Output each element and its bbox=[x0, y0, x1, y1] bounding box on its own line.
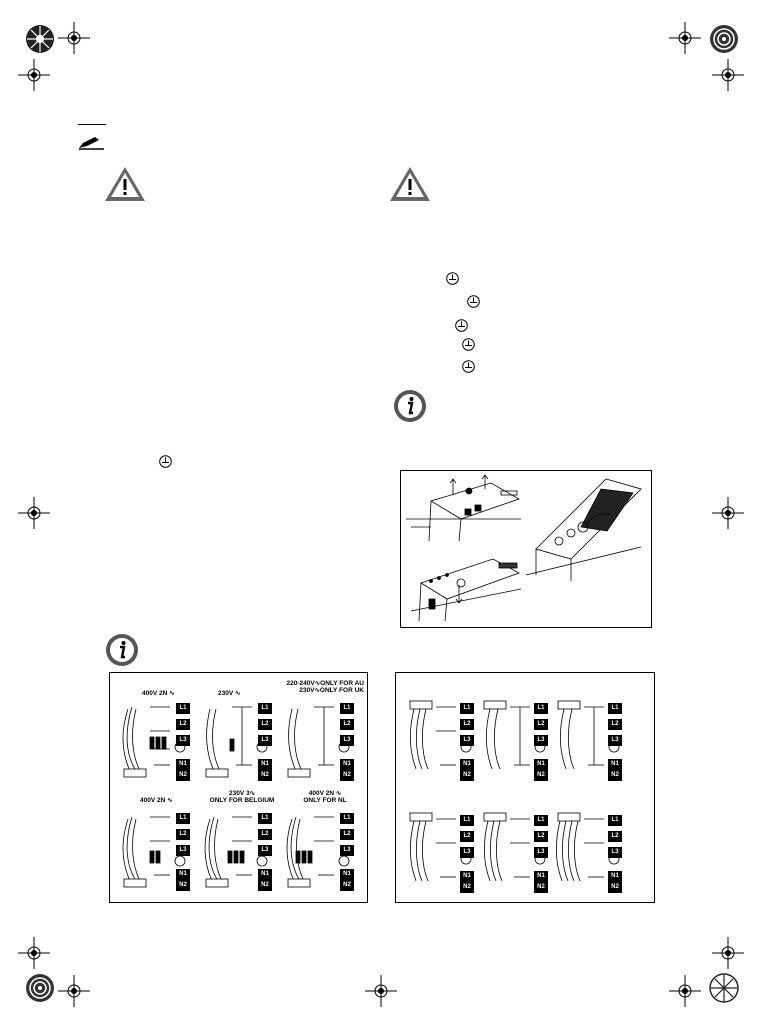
wiring-schematics bbox=[122, 706, 350, 888]
crosshair-icon bbox=[365, 975, 397, 1007]
pencil-icon bbox=[77, 136, 105, 150]
terminal-L2: L2 bbox=[340, 829, 354, 840]
earth-symbol-icon bbox=[159, 455, 172, 468]
crosshair-icon bbox=[18, 59, 50, 91]
terminal-L3: L3 bbox=[258, 735, 272, 746]
diagram-heading: 400V 2N ∿ bbox=[140, 797, 173, 804]
terminal-L1: L1 bbox=[608, 815, 622, 826]
terminal-L1: L1 bbox=[258, 703, 272, 714]
terminal-N1: N1 bbox=[608, 871, 622, 882]
terminal-L2: L2 bbox=[460, 719, 474, 730]
terminal-L2: L2 bbox=[176, 719, 190, 730]
earth-symbol-icon bbox=[467, 295, 480, 308]
terminal-L2: L2 bbox=[176, 829, 190, 840]
terminal-L3: L3 bbox=[460, 847, 474, 858]
crosshair-icon bbox=[669, 22, 701, 54]
terminal-N1: N1 bbox=[176, 759, 190, 770]
terminal-L1: L1 bbox=[460, 703, 474, 714]
terminal-L3: L3 bbox=[460, 735, 474, 746]
terminal-N2: N2 bbox=[176, 880, 190, 891]
terminal-N1: N1 bbox=[258, 759, 272, 770]
rosette-icon bbox=[25, 24, 55, 54]
terminal-L3: L3 bbox=[258, 845, 272, 856]
left-wiring-diagrams: 400V 2N ∿ 230V ∿ 220-240V∿ONLY FOR AU 23… bbox=[109, 672, 368, 903]
terminal-L2: L2 bbox=[340, 719, 354, 730]
crosshair-icon bbox=[58, 22, 90, 54]
terminal-N2: N2 bbox=[608, 770, 622, 781]
earth-symbol-icon bbox=[462, 338, 475, 351]
terminal-L3: L3 bbox=[608, 735, 622, 746]
terminal-L1: L1 bbox=[608, 703, 622, 714]
terminal-L3: L3 bbox=[176, 735, 190, 746]
terminal-L1: L1 bbox=[534, 815, 548, 826]
right-wiring-diagrams: L1 L2 L3 N1 N2 L1 L2 L3 N1 N2 L1 L2 L3 N… bbox=[395, 672, 655, 903]
terminal-L1: L1 bbox=[258, 813, 272, 824]
terminal-L1: L1 bbox=[340, 813, 354, 824]
crosshair-icon bbox=[18, 937, 50, 969]
header-rule bbox=[78, 124, 106, 125]
crosshair-icon bbox=[58, 975, 90, 1007]
diagram-heading: 220-240V∿ONLY FOR AU 230V∿ONLY FOR UK bbox=[286, 680, 364, 694]
crosshair-icon bbox=[669, 975, 701, 1007]
terminal-N1: N1 bbox=[340, 869, 354, 880]
terminal-N2: N2 bbox=[534, 770, 548, 781]
terminal-L1: L1 bbox=[460, 815, 474, 826]
crosshair-icon bbox=[18, 497, 50, 529]
terminal-L2: L2 bbox=[460, 831, 474, 842]
terminal-L1: L1 bbox=[176, 813, 190, 824]
terminal-L1: L1 bbox=[176, 703, 190, 714]
rosette-icon bbox=[709, 24, 739, 54]
info-circle-icon bbox=[393, 389, 427, 423]
terminal-N1: N1 bbox=[340, 759, 354, 770]
rosette-icon bbox=[25, 973, 55, 1003]
terminal-L3: L3 bbox=[340, 735, 354, 746]
terminal-N1: N1 bbox=[534, 759, 548, 770]
terminal-L1: L1 bbox=[340, 703, 354, 714]
crosshair-icon bbox=[712, 937, 744, 969]
terminal-L2: L2 bbox=[534, 719, 548, 730]
terminal-N1: N1 bbox=[176, 869, 190, 880]
terminal-L3: L3 bbox=[608, 847, 622, 858]
terminal-N2: N2 bbox=[176, 770, 190, 781]
terminal-L3: L3 bbox=[340, 845, 354, 856]
terminal-L3: L3 bbox=[534, 735, 548, 746]
terminal-N2: N2 bbox=[340, 880, 354, 891]
crosshair-icon bbox=[712, 497, 744, 529]
terminal-cover-illustration bbox=[400, 470, 652, 628]
terminal-N1: N1 bbox=[258, 869, 272, 880]
terminal-L3: L3 bbox=[176, 845, 190, 856]
warning-triangle-icon bbox=[389, 166, 431, 202]
terminal-N2: N2 bbox=[460, 882, 474, 893]
terminal-N2: N2 bbox=[258, 880, 272, 891]
terminal-N2: N2 bbox=[460, 770, 474, 781]
terminal-L2: L2 bbox=[608, 719, 622, 730]
diagram-heading: 230V ∿ bbox=[218, 690, 241, 697]
earth-symbol-icon bbox=[455, 319, 468, 332]
terminal-L2: L2 bbox=[258, 719, 272, 730]
earth-symbol-icon bbox=[446, 272, 459, 285]
terminal-L2: L2 bbox=[608, 831, 622, 842]
terminal-N1: N1 bbox=[460, 871, 474, 882]
rosette-icon bbox=[709, 973, 739, 1003]
earth-symbol-icon bbox=[462, 360, 475, 373]
terminal-L3: L3 bbox=[534, 847, 548, 858]
diagram-heading: 230V 3∿ ONLY FOR BELGIUM bbox=[209, 790, 275, 804]
diagram-heading: 400V 2N ∿ ONLY FOR NL bbox=[303, 790, 347, 804]
wiring-schematics bbox=[409, 700, 620, 882]
info-circle-icon bbox=[105, 633, 139, 667]
terminal-L2: L2 bbox=[258, 829, 272, 840]
terminal-N2: N2 bbox=[534, 882, 548, 893]
terminal-L1: L1 bbox=[534, 703, 548, 714]
diagram-heading: 400V 2N ∿ bbox=[142, 690, 175, 697]
terminal-N1: N1 bbox=[534, 871, 548, 882]
terminal-N2: N2 bbox=[258, 770, 272, 781]
crosshair-icon bbox=[712, 59, 744, 91]
terminal-N2: N2 bbox=[340, 770, 354, 781]
terminal-N2: N2 bbox=[608, 882, 622, 893]
terminal-N1: N1 bbox=[460, 759, 474, 770]
warning-triangle-icon bbox=[104, 166, 146, 202]
terminal-L2: L2 bbox=[534, 831, 548, 842]
terminal-N1: N1 bbox=[608, 759, 622, 770]
